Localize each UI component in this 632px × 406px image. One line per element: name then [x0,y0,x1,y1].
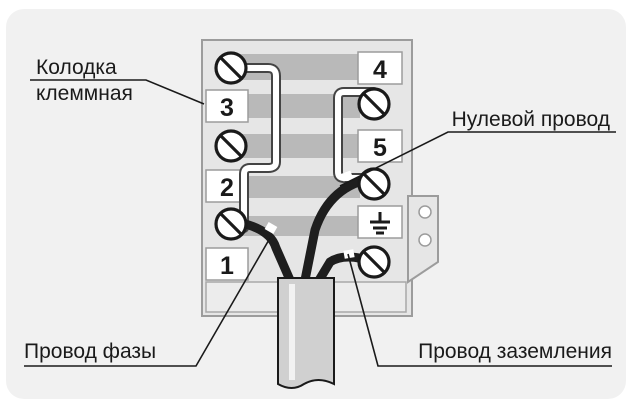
screw-5-icon [357,87,391,121]
cable-sheath [277,277,335,389]
terminal-number-3: 3 [220,94,234,122]
mounting-hole-bottom [418,233,432,247]
label-neutral-wire: Нулевой провод [452,108,610,131]
terminal-1-cell [205,247,249,281]
terminal-number-1: 1 [220,252,234,280]
ground-symbol-icon [370,212,390,235]
label-terminal-block-line2: клеммная [36,82,133,105]
terminal-5-cell [357,129,403,163]
leader-terminal-block [30,79,205,105]
leader-neutral [339,131,616,187]
label-terminal-block-line1: Колодка [36,56,117,79]
label-phase-wire: Провод фазы [24,340,156,363]
screw-ground-icon [357,245,391,279]
leader-ground [347,253,612,367]
screw-1-icon [214,207,248,241]
screw-2-icon [214,129,248,163]
terminal-3-cell [205,89,249,123]
leader-phase [24,237,271,367]
terminal-4-cell [357,51,403,85]
screw-3-icon [214,51,248,85]
label-ground-wire: Провод заземления [418,340,612,363]
mounting-hole-top [418,205,432,219]
terminal-number-2: 2 [220,174,234,202]
terminal-number-4: 4 [373,56,387,84]
jumper-left [235,65,279,231]
jumper-right [335,89,377,181]
terminal-number-5: 5 [373,134,387,162]
